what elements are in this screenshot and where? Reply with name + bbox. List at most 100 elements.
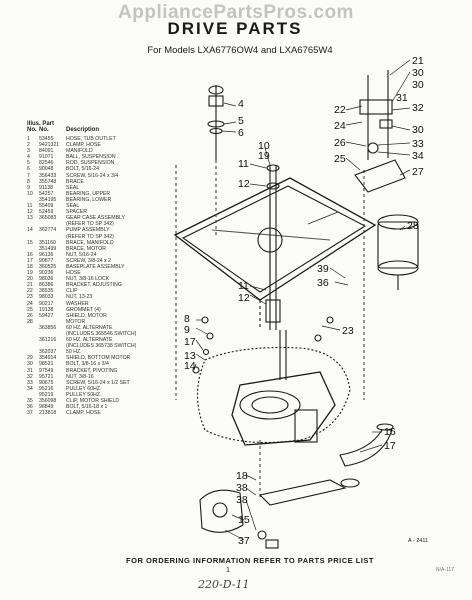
header-illus-no: No. bbox=[27, 127, 37, 133]
callout-8: 8 bbox=[184, 313, 190, 325]
callout-4: 4 bbox=[238, 98, 244, 110]
page-title: DRIVE PARTS bbox=[167, 19, 303, 38]
part-no: 19138 bbox=[39, 306, 54, 313]
callout-19: 19 bbox=[258, 150, 270, 162]
part-no: 91071 bbox=[39, 154, 54, 161]
callout-39: 39 bbox=[317, 263, 329, 275]
part-no: 90236 bbox=[39, 270, 54, 277]
part-description: SCREW, 3/8-24 x 2 bbox=[66, 257, 111, 264]
part-no: 55409 bbox=[39, 203, 54, 210]
parts-list-row: 363856 60 HZ. ALTERNATE bbox=[27, 325, 212, 331]
part-description: (INCLUDES 365546 SWITCH) bbox=[66, 331, 137, 337]
part-no: 59427 bbox=[39, 312, 54, 319]
parts-list-row: (INCLUDES 365738 SWITCH) bbox=[27, 343, 212, 349]
part-description: (REFER TO SP 342) bbox=[66, 233, 114, 240]
callout-33: 33 bbox=[412, 138, 424, 150]
illustration-ref-code: A - 2411 bbox=[408, 538, 429, 544]
illus-no: 7 bbox=[27, 172, 30, 179]
part-description: MANIFOLD bbox=[66, 148, 93, 155]
callout-17a: 17 bbox=[184, 336, 196, 348]
part-description: CLAMP, HOSE bbox=[66, 142, 101, 149]
part-description: BRACE bbox=[66, 178, 84, 185]
part-no: 355748 bbox=[39, 178, 57, 185]
part-no: 362774 bbox=[39, 227, 57, 234]
part-description: PULLEY 60HZ. bbox=[66, 385, 102, 392]
callout-12b: 12 bbox=[238, 292, 250, 304]
part-no: 98033 bbox=[39, 294, 54, 301]
callout-30b-top: 30 bbox=[412, 79, 424, 91]
illus-no: 35 bbox=[27, 398, 33, 405]
part-description: BOLT, 5/16-18 x 1 bbox=[66, 404, 108, 411]
callout-6: 6 bbox=[238, 127, 244, 139]
part-no: 54257 bbox=[39, 190, 54, 197]
part-description: SCREW, 5/16-24 x 3/4 bbox=[66, 172, 119, 179]
pump-assembly bbox=[199, 423, 394, 533]
illus-no: 12 bbox=[27, 209, 33, 216]
suspension-rod bbox=[207, 85, 225, 160]
illus-no: 30 bbox=[27, 361, 33, 368]
fasteners bbox=[192, 316, 334, 549]
part-no: 90675 bbox=[39, 379, 54, 386]
part-description: BRACKET, PIVOTING bbox=[66, 367, 118, 374]
part-description: SPACER bbox=[66, 209, 87, 216]
part-description: SCREW, 5/16-24 x 1/2 SET bbox=[66, 379, 130, 386]
illus-no: 31 bbox=[27, 367, 33, 374]
callout-30b: 30 bbox=[412, 124, 424, 136]
part-no: 98036 bbox=[39, 276, 54, 283]
part-description: (INCLUDES 365738 SWITCH) bbox=[66, 343, 137, 350]
part-description: NUT, 13-23 bbox=[66, 294, 93, 301]
part-no: 363856 bbox=[39, 324, 57, 331]
part-no: 98521 bbox=[39, 361, 54, 368]
part-no: 90877 bbox=[39, 257, 54, 264]
callout-21: 21 bbox=[412, 55, 424, 67]
illus-no: 3 bbox=[27, 148, 30, 155]
callout-14: 14 bbox=[184, 360, 196, 372]
part-description: BEARING, UPPER bbox=[66, 190, 111, 197]
part-no: 90048 bbox=[39, 166, 54, 173]
illus-no: 24 bbox=[27, 300, 33, 307]
illus-no: 36 bbox=[27, 404, 33, 411]
illus-no: 13 bbox=[27, 215, 33, 222]
illus-no: 14 bbox=[27, 227, 33, 234]
leader-lines bbox=[193, 59, 411, 541]
part-no: 9421321 bbox=[39, 142, 60, 149]
illus-no: 1 bbox=[27, 136, 30, 142]
part-no: 354195 bbox=[39, 196, 57, 203]
part-no: 86386 bbox=[39, 282, 54, 289]
part-description: SEAL bbox=[66, 184, 80, 191]
illus-no: 26 bbox=[27, 312, 33, 319]
callout-18: 18 bbox=[236, 470, 248, 482]
callout-17b: 17 bbox=[384, 440, 396, 452]
part-description: SHIELD, BOTTOM MOTOR bbox=[66, 355, 131, 362]
callout-15: 15 bbox=[238, 514, 250, 526]
illus-no: 5 bbox=[27, 160, 30, 167]
illus-no: 28 bbox=[27, 318, 33, 325]
callout-34: 34 bbox=[412, 150, 424, 162]
part-no: 95721 bbox=[39, 373, 54, 380]
part-description: 60 HZ. ALTERNATE bbox=[66, 337, 113, 344]
illus-no: 18 bbox=[27, 263, 33, 270]
part-no: 84091 bbox=[39, 148, 54, 155]
part-description: SHIELD, MOTOR bbox=[66, 312, 107, 319]
part-description: 60 HZ. ALTERNATE bbox=[66, 324, 113, 331]
callout-25: 25 bbox=[334, 153, 346, 165]
drive-shaft bbox=[265, 164, 281, 330]
part-no: 82546 bbox=[39, 160, 54, 167]
part-no: 95219 bbox=[39, 391, 54, 398]
